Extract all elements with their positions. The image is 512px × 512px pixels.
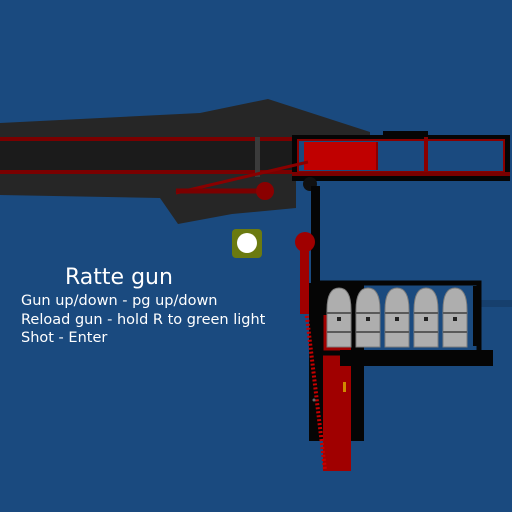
ammo-shell-band <box>356 312 380 314</box>
breech-base-line <box>292 172 510 176</box>
control-hint-reload: Reload gun - hold R to green light <box>21 311 266 328</box>
loader-mark <box>343 382 346 392</box>
right-rail <box>478 300 512 307</box>
ammo-shell-primer <box>366 317 370 321</box>
turret-slot <box>255 137 260 177</box>
ammo-shell-primer <box>424 317 428 321</box>
loader-joint <box>295 232 315 252</box>
reload-indicator-light <box>237 233 257 253</box>
ammo-shell-rim <box>443 331 467 333</box>
controls-help: Gun up/down - pg up/down Reload gun - ho… <box>21 292 265 348</box>
breech-top-strip <box>383 131 428 137</box>
reload-indicator <box>232 229 262 258</box>
ammo-shell-band <box>443 312 467 314</box>
ammo-shell-primer <box>395 317 399 321</box>
ammo-shells <box>326 287 468 348</box>
ammo-shell-rim <box>414 331 438 333</box>
ammo-shell-primer <box>337 317 341 321</box>
barrel-bottom-line <box>0 170 300 174</box>
barrel-top-line <box>0 137 300 141</box>
ammo-shell-primer <box>453 317 457 321</box>
barrel-stripe <box>0 140 300 174</box>
ammo-shell-band <box>327 312 351 314</box>
ammo-shell-rim <box>356 331 380 333</box>
ammo-rack-shelf <box>340 350 493 366</box>
ammo-shell-rim <box>385 331 409 333</box>
breech-separator <box>376 142 378 170</box>
recoil-joint <box>256 182 274 200</box>
loader-rivet <box>312 398 316 402</box>
control-hint-aim: Gun up/down - pg up/down <box>21 293 218 309</box>
ammo-rack-post <box>473 286 478 346</box>
game-title: Ratte gun <box>65 265 173 290</box>
loader-spring <box>303 299 327 471</box>
ammo-shell-band <box>385 312 409 314</box>
loader-rod <box>300 246 309 314</box>
breech-red-block <box>304 142 376 170</box>
control-hint-shoot: Shot - Enter <box>21 330 108 346</box>
ammo-shell-rim <box>327 331 351 333</box>
recoil-arm <box>175 160 309 195</box>
ammo-shell-band <box>414 312 438 314</box>
support-arm <box>311 186 320 286</box>
breech-post <box>424 137 428 175</box>
